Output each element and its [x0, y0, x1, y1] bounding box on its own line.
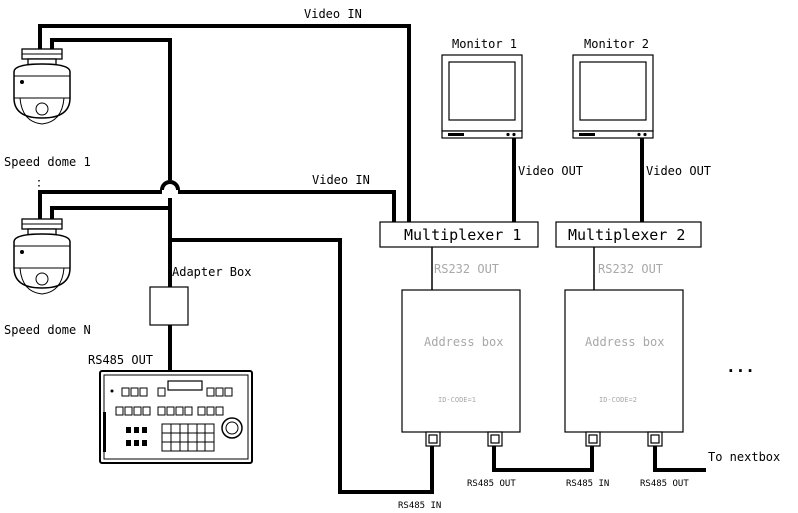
control-keyboard-icon: [99, 370, 253, 464]
address-box-1-label: Address box: [424, 335, 503, 349]
rs232-out-label-1: RS232 OUT: [434, 262, 499, 276]
id-code-1-label: ID-CODE=1: [438, 396, 476, 404]
address-box-2: [564, 289, 684, 433]
rs485-out-label-keyboard: RS485 OUT: [88, 353, 153, 367]
rs485-in-label-2: RS485 IN: [566, 479, 609, 489]
video-in-wire-top: [38, 24, 411, 222]
speed-dome-1-icon: [13, 48, 71, 125]
speed-dome-1-label: Speed dome 1: [4, 155, 91, 169]
to-nextbox-label: To nextbox: [708, 450, 780, 464]
rs485-in-label-1: RS485 IN: [398, 501, 441, 511]
vertical-ellipsis: ⋮: [32, 178, 46, 194]
multiplexer-2-label: Multiplexer 2: [568, 226, 685, 244]
video-out-label-2: Video OUT: [646, 164, 711, 178]
address-box-2-label: Address box: [585, 335, 664, 349]
multiplexer-1: [379, 221, 539, 248]
rs485-wire-link: [492, 446, 594, 472]
rs485-out-label-2: RS485 OUT: [640, 479, 689, 489]
address-box-1: [401, 289, 521, 433]
speed-dome-n-icon: [13, 218, 71, 295]
video-out-label-1: Video OUT: [518, 164, 583, 178]
rs485-out-label-1: RS485 OUT: [467, 479, 516, 489]
monitor-1: [441, 54, 523, 139]
video-in-wire-mid: [38, 190, 396, 232]
rs232-out-label-2: RS232 OUT: [598, 262, 663, 276]
adapter-box-label: Adapter Box: [172, 265, 251, 279]
id-code-2-label: ID-CODE=2: [599, 396, 637, 404]
multiplexer-1-label: Multiplexer 1: [404, 226, 521, 244]
address-box-1-connectors: [425, 431, 503, 447]
monitor-2-label: Monitor 2: [584, 37, 649, 51]
rs485-wire-domeN: [50, 206, 170, 232]
rs485-wire-next: [653, 446, 706, 472]
monitor-1-label: Monitor 1: [452, 37, 517, 51]
address-box-2-connectors: [585, 431, 663, 447]
video-in-label-mid: Video IN: [312, 173, 370, 187]
speed-dome-n-label: Speed dome N: [4, 323, 91, 337]
horizontal-ellipsis: ...: [726, 357, 755, 376]
adapter-box: [149, 286, 189, 326]
monitor-2: [572, 54, 654, 139]
multiplexer-2: [555, 221, 702, 248]
wire-crossover: [160, 180, 180, 191]
video-in-label-top: Video IN: [304, 7, 362, 21]
rs485-wire-keyboard: [170, 238, 434, 494]
